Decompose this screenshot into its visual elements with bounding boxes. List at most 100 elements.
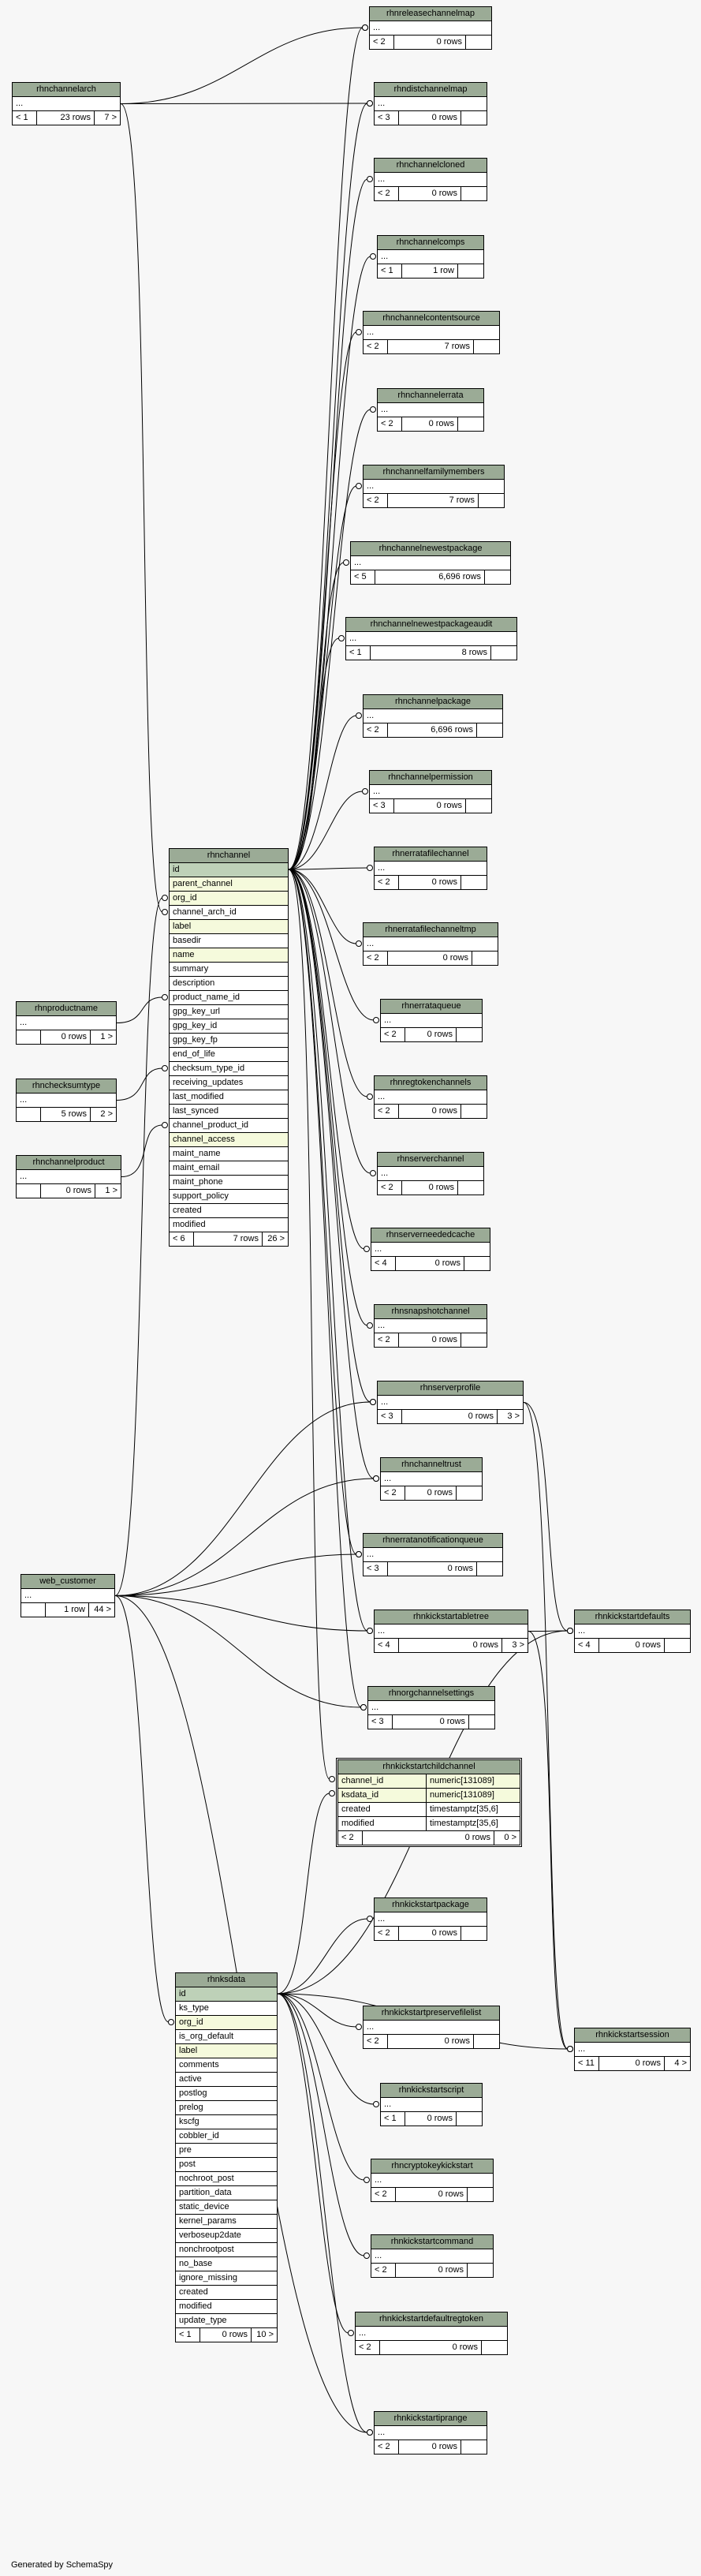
table-header[interactable]: rhnchannelnewestpackage — [351, 542, 510, 556]
relationship-line — [288, 869, 330, 1780]
table-header[interactable]: rhnchecksumtype — [17, 1079, 116, 1094]
table-header[interactable]: rhnchannelpackage — [364, 695, 502, 709]
table-header[interactable]: rhnkickstartabletree — [375, 1610, 528, 1624]
table-header[interactable]: rhnchannelcloned — [375, 159, 487, 173]
table-header[interactable]: rhnerratanotificationqueue — [364, 1534, 502, 1548]
table-header[interactable]: rhnkickstartcommand — [371, 2235, 493, 2249]
column-row: ignore_missing — [176, 2271, 277, 2286]
table-header[interactable]: rhnproductname — [17, 1002, 116, 1016]
collapsed-columns: ... — [364, 326, 499, 340]
table-header[interactable]: rhnregtokenchannels — [375, 1076, 487, 1090]
table-header[interactable]: rhnkickstartdefaultregtoken — [356, 2312, 507, 2327]
parent-count: < 3 — [370, 799, 394, 813]
table-header[interactable]: rhnchannelproduct — [17, 1156, 121, 1170]
table-header[interactable]: rhnchannelcontentsource — [364, 312, 499, 326]
table-header[interactable]: rhnerratafilechannel — [375, 847, 487, 862]
table-header[interactable]: rhnkickstartchildchannel — [338, 1760, 520, 1774]
ellipsis-text: ... — [375, 2175, 382, 2185]
table-header[interactable]: rhnserverprofile — [378, 1381, 523, 1396]
table-header[interactable]: rhnsnapshotchannel — [375, 1305, 487, 1319]
table-header[interactable]: rhncryptokeykickstart — [371, 2159, 493, 2174]
table-header[interactable]: rhnserverneededcache — [371, 1228, 490, 1243]
ellipsis-text: ... — [378, 1626, 386, 1636]
table-header[interactable]: rhnkickstartsession — [575, 2028, 690, 2043]
crowfoot-marker — [362, 24, 368, 31]
table-header[interactable]: rhnchannelcomps — [378, 236, 483, 250]
column-name: kscfg — [179, 2117, 199, 2126]
table-header[interactable]: rhnserverchannel — [378, 1153, 483, 1167]
table-header[interactable]: rhnchannel — [170, 849, 288, 863]
table-header[interactable]: rhnkickstartdefaults — [575, 1610, 690, 1624]
table-header[interactable]: rhnerrataqueue — [381, 1000, 482, 1014]
parent-count — [17, 1184, 41, 1198]
footer-text: Generated by SchemaSpy — [11, 2560, 114, 2570]
table-header[interactable]: rhnchanneltrust — [381, 1458, 482, 1472]
table-header[interactable]: rhnchannelnewestpackageaudit — [346, 618, 516, 632]
column-name: ksdata_id — [341, 1790, 379, 1800]
table-header[interactable]: rhnchannelarch — [13, 83, 120, 97]
table-header[interactable]: rhnkickstartpackage — [375, 1898, 487, 1912]
table-header[interactable]: rhndistchannelmap — [375, 83, 487, 97]
table-header[interactable]: rhnreleasechannelmap — [370, 7, 491, 21]
child-count — [458, 417, 483, 431]
table-header[interactable]: rhnkickstartpreservefilelist — [364, 2006, 499, 2021]
table-header[interactable]: web_customer — [21, 1575, 114, 1589]
table-header[interactable]: rhnksdata — [176, 1973, 277, 1987]
table-header[interactable]: rhnchannelpermission — [370, 771, 491, 785]
table-header[interactable]: rhnkickstartscript — [381, 2084, 482, 2098]
table-header[interactable]: rhnchannelfamilymembers — [364, 465, 504, 480]
table-header[interactable]: rhnorgchannelsettings — [368, 1687, 494, 1701]
row-count: 1 row — [402, 264, 458, 278]
column-row: label — [170, 920, 288, 934]
table-header[interactable]: rhnkickstartiprange — [375, 2412, 487, 2426]
relationship-line — [277, 1793, 330, 1995]
ellipsis-text: ... — [378, 1092, 386, 1101]
column-row: static_device — [176, 2200, 277, 2215]
table-header[interactable]: rhnerratafilechanneltmp — [364, 923, 498, 937]
row-count: 0 rows — [405, 1486, 457, 1500]
table-header[interactable]: rhnchannelerrata — [378, 389, 483, 403]
